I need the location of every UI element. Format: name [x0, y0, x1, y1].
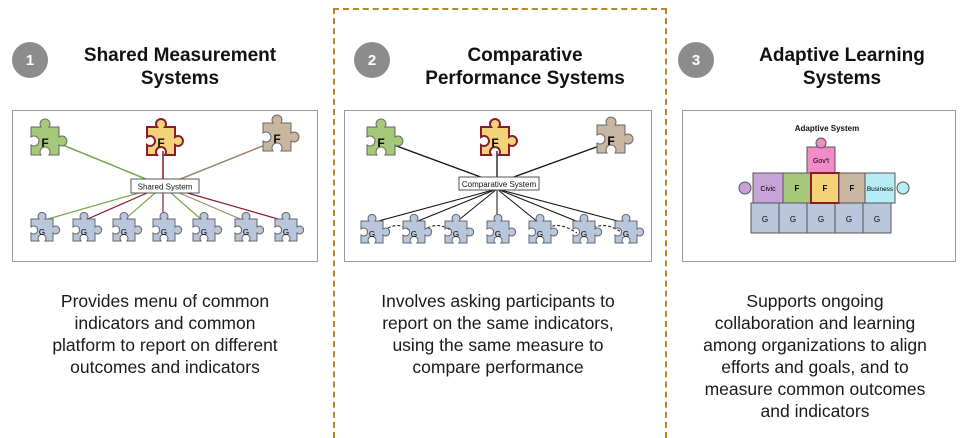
g-pieces-row: G G G G G G G	[30, 211, 305, 242]
column-description: Involves asking participants to report o…	[344, 290, 652, 378]
step-badge-2: 2	[354, 42, 390, 78]
panel-title: Adaptive System	[795, 124, 859, 133]
f-piece-green: F	[366, 118, 404, 156]
title-line: Shared Measurement	[83, 45, 277, 66]
description-line: and indicators	[760, 401, 870, 421]
svg-text:Civic: Civic	[760, 186, 776, 193]
description-line: efforts and goals, and to	[721, 357, 909, 377]
svg-text:G: G	[453, 230, 459, 239]
description-line: Involves asking participants to	[381, 291, 615, 311]
svg-text:Business: Business	[867, 186, 894, 193]
center-system-label: Shared System	[138, 183, 193, 192]
f-piece-tan: F	[262, 114, 300, 152]
column-title: Adaptive Learning Systems	[728, 44, 956, 90]
title-line: Adaptive Learning	[759, 45, 925, 66]
f-piece-tan: F	[596, 116, 634, 154]
description-line: compare performance	[412, 357, 584, 377]
title-line: Performance Systems	[425, 68, 625, 89]
svg-text:G: G	[846, 215, 852, 224]
svg-text:G: G	[283, 228, 289, 237]
piece-label: F	[377, 136, 384, 150]
g-pieces-row: G G G G G G G	[360, 213, 645, 244]
column-description: Provides menu of common indicators and c…	[12, 290, 318, 378]
svg-text:G: G	[495, 230, 501, 239]
center-system-box: Shared System	[130, 178, 200, 194]
svg-text:G: G	[623, 230, 629, 239]
column-title: Comparative Performance Systems	[400, 44, 650, 90]
highlight-dashed-border	[333, 8, 667, 438]
piece-label: F	[491, 136, 498, 150]
title-line: Comparative	[467, 45, 583, 66]
svg-text:G: G	[161, 228, 167, 237]
connector-lines	[370, 140, 626, 234]
title-line: Systems	[140, 68, 220, 89]
svg-text:Gov't: Gov't	[813, 158, 829, 165]
center-system-box: Comparative System	[458, 176, 540, 191]
f-piece-red: F	[480, 118, 518, 156]
shared-system-diagram: F F F Shared System G G G G G G G	[12, 110, 318, 262]
column-shared-measurement: 1 Shared Measurement Systems F	[0, 0, 330, 433]
title-line: Systems	[802, 68, 882, 89]
description-line: measure common outcomes	[704, 379, 926, 399]
svg-text:G: G	[818, 215, 824, 224]
adaptive-system-diagram: Adaptive System G G G G G Civic F Go	[682, 110, 956, 262]
svg-text:G: G	[243, 228, 249, 237]
column-title: Shared Measurement Systems	[62, 44, 298, 90]
step-badge-1: 1	[12, 42, 48, 78]
center-system-label: Comparative System	[462, 180, 537, 189]
svg-text:G: G	[537, 230, 543, 239]
svg-text:G: G	[874, 215, 880, 224]
description-line: among organizations to align	[703, 335, 927, 355]
svg-text:F: F	[795, 184, 800, 193]
piece-label: F	[607, 134, 614, 148]
puzzle-cluster: G G G G G Civic F Gov't F F Busin	[738, 137, 910, 234]
description-line: platform to report on different	[52, 335, 278, 355]
column-description: Supports ongoing collaboration and learn…	[670, 290, 960, 422]
piece-label: F	[41, 136, 48, 150]
description-line: collaboration and learning	[714, 313, 916, 333]
column-adaptive-learning: 3 Adaptive Learning Systems Adaptive Sys…	[670, 0, 960, 433]
svg-text:F: F	[823, 184, 828, 193]
svg-text:G: G	[762, 215, 768, 224]
svg-text:G: G	[81, 228, 87, 237]
comparative-system-diagram: F F F Comparative System G G G G G G	[344, 110, 652, 262]
f-piece-red: F	[146, 118, 184, 156]
piece-label: F	[157, 136, 164, 150]
description-line: outcomes and indicators	[70, 357, 260, 377]
f-piece-green: F	[30, 118, 68, 156]
svg-text:G: G	[369, 230, 375, 239]
svg-text:G: G	[790, 215, 796, 224]
description-line: Provides menu of common	[60, 291, 270, 311]
description-line: Supports ongoing	[746, 291, 884, 311]
svg-text:G: G	[201, 228, 207, 237]
svg-text:G: G	[39, 228, 45, 237]
svg-text:G: G	[411, 230, 417, 239]
svg-text:G: G	[581, 230, 587, 239]
piece-label: F	[273, 132, 280, 146]
svg-text:F: F	[850, 184, 855, 193]
column-comparative-performance: 2 Comparative Performance Systems F	[330, 0, 670, 433]
description-line: report on the same indicators,	[382, 313, 614, 333]
step-badge-3: 3	[678, 42, 714, 78]
description-line: indicators and common	[74, 313, 256, 333]
svg-text:G: G	[121, 228, 127, 237]
description-line: using the same measure to	[392, 335, 604, 355]
